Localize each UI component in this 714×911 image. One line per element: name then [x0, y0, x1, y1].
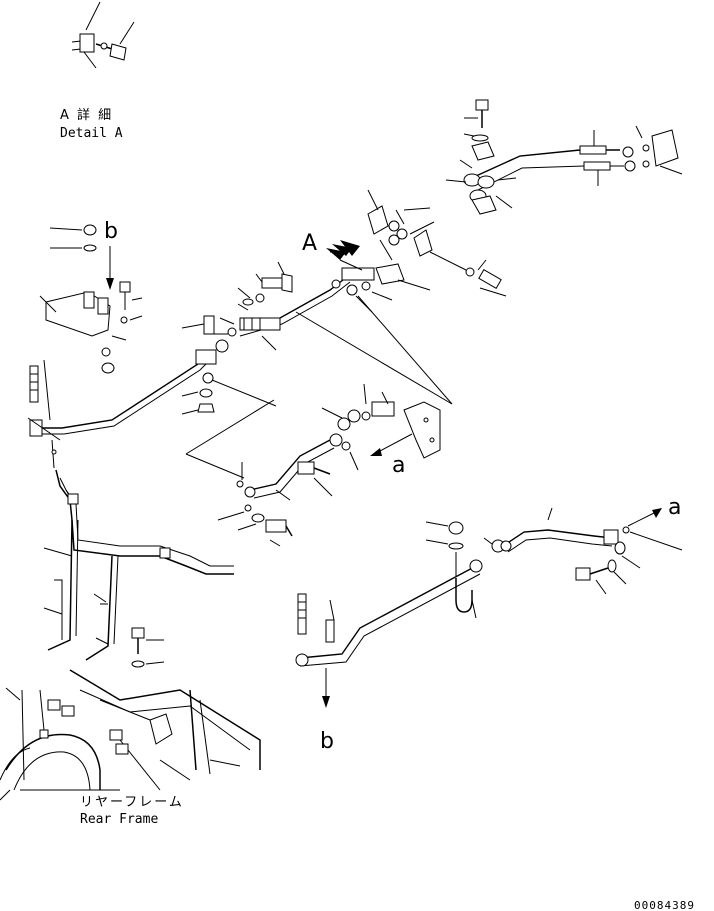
marker-b-top: b	[104, 219, 118, 244]
lower-right-pipe-assembly: b a	[295, 495, 683, 754]
detail-a-title-jp: A 詳 細	[60, 107, 113, 123]
support-frame	[43, 469, 234, 668]
marker-a-arrow-label: A	[302, 231, 317, 256]
rear-frame-drawing	[0, 669, 261, 801]
middle-pipe-assembly: a	[185, 295, 453, 547]
bracket-b-assembly: b	[39, 219, 143, 374]
marker-b-bottom: b	[320, 729, 334, 754]
drawing-number: 00084389	[634, 899, 695, 911]
rear-frame-label-en: Rear Frame	[80, 812, 158, 827]
marker-a-mid: a	[392, 453, 405, 478]
detail-a-title-en: Detail A	[60, 126, 123, 141]
upper-pipe-assembly	[27, 99, 683, 469]
marker-a-right: a	[668, 495, 681, 520]
detail-a-drawing	[71, 1, 135, 69]
rear-frame-label-jp: リヤーフレーム	[80, 795, 184, 810]
